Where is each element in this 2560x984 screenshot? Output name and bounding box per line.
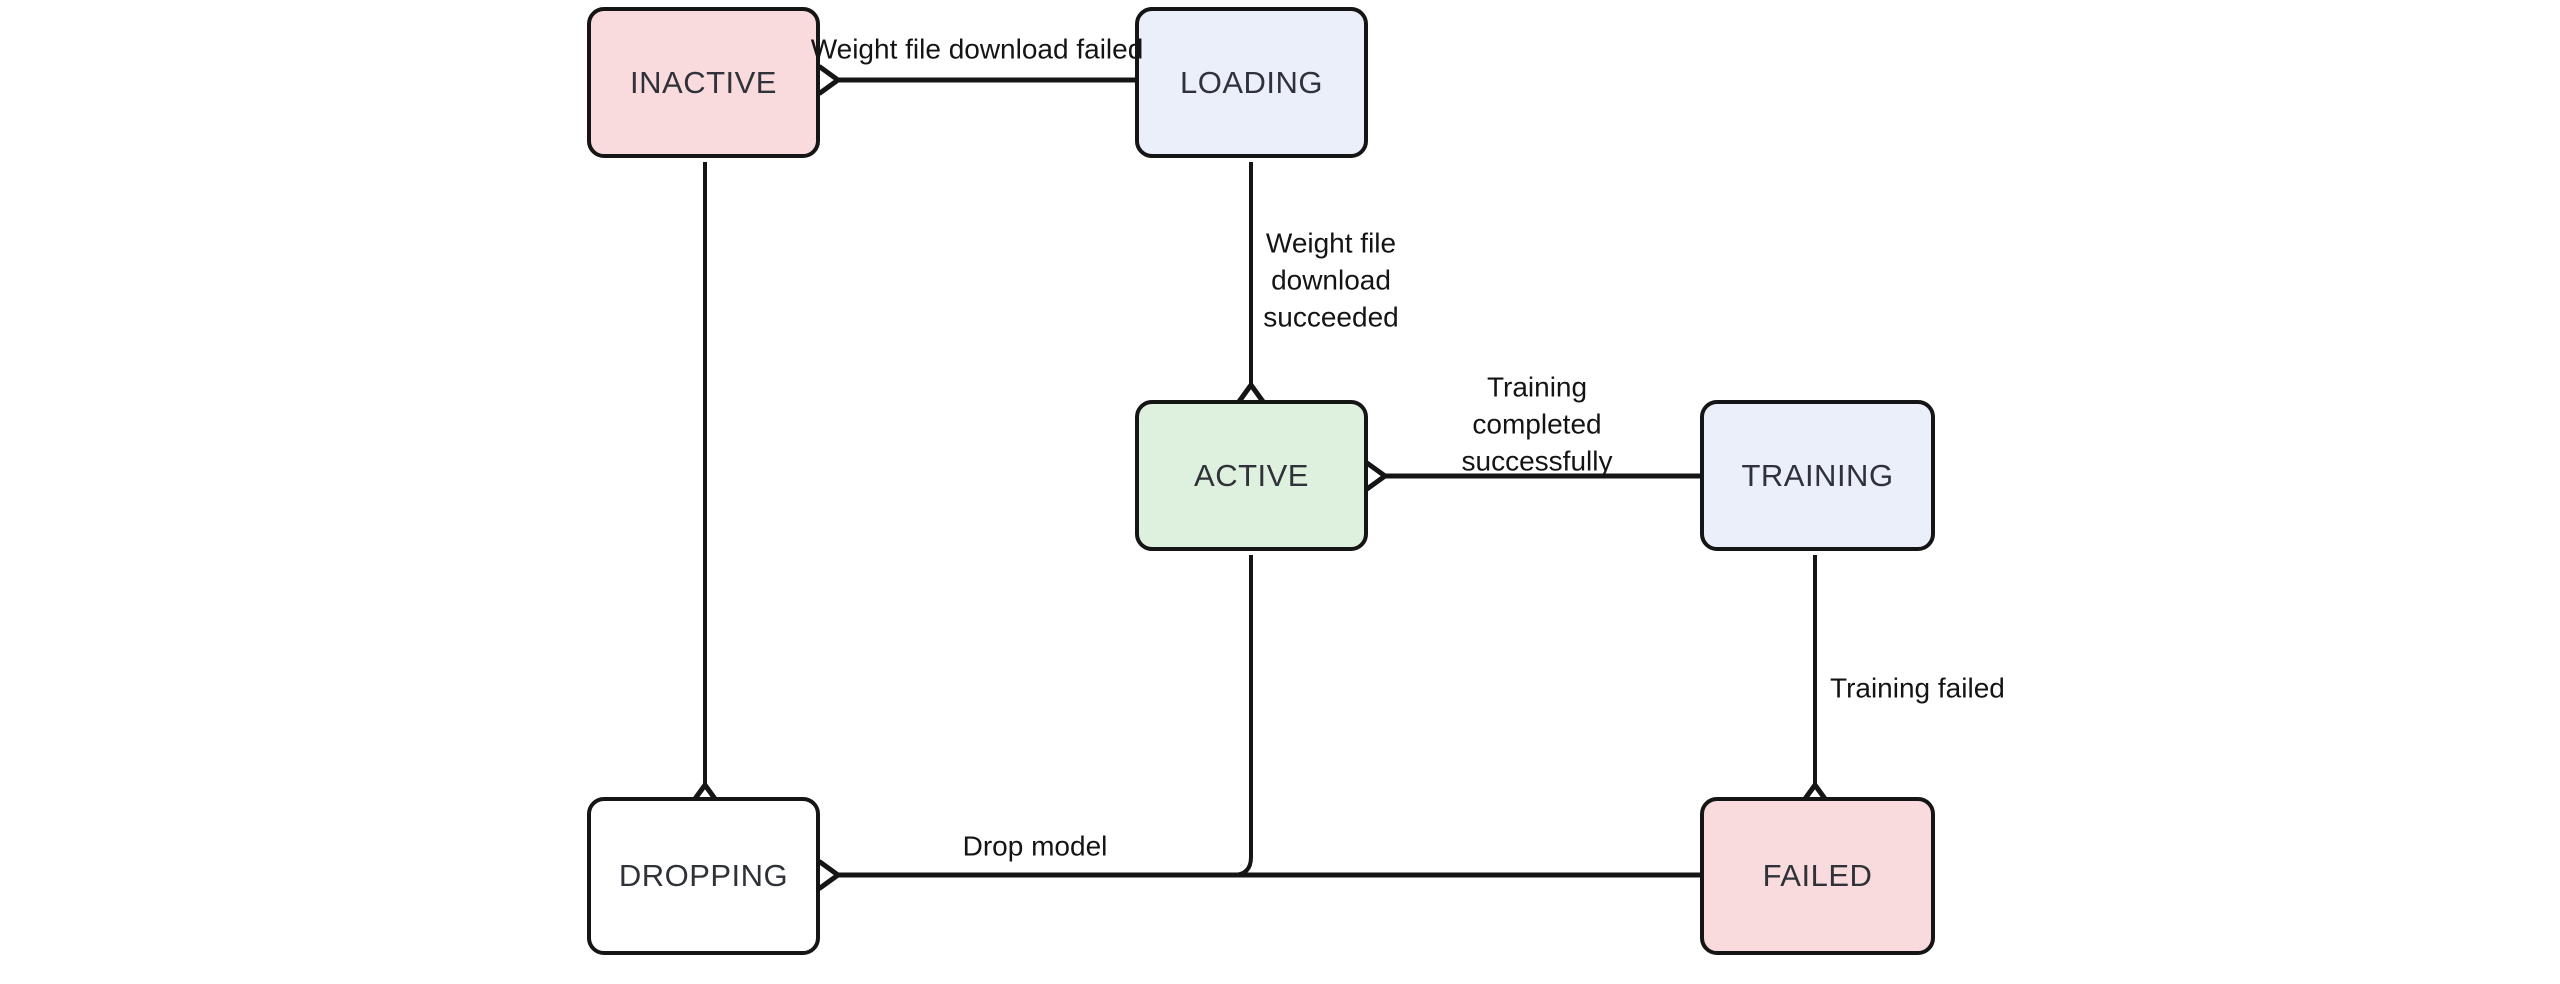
state-label-training: TRAINING: [1741, 457, 1894, 493]
state-label-inactive: INACTIVE: [630, 64, 777, 100]
state-node-loading: LOADING: [1135, 7, 1368, 158]
edge-label-training-completed-successfully: Training completed successfully: [1461, 371, 1613, 477]
state-label-loading: LOADING: [1179, 64, 1324, 100]
state-node-active: ACTIVE: [1135, 400, 1368, 551]
state-label-active: ACTIVE: [1194, 457, 1309, 493]
state-label-failed: FAILED: [1762, 858, 1873, 893]
edge-label-drop-model: Drop model: [962, 830, 1108, 862]
edge-active-to-dropping: [1232, 555, 1253, 877]
state-node-dropping: DROPPING: [587, 797, 820, 955]
state-label-dropping: DROPPING: [618, 858, 789, 893]
state-node-training: TRAINING: [1700, 400, 1935, 551]
edge-label-training-failed: Training failed: [1830, 672, 2005, 704]
edge-label-weight-file-download-failed: Weight file download failed: [810, 33, 1144, 65]
edge-label-weight-file-download-succeeded: Weight file download succeeded: [1263, 227, 1399, 333]
state-node-inactive: INACTIVE: [587, 7, 820, 158]
state-node-failed: FAILED: [1700, 797, 1935, 955]
